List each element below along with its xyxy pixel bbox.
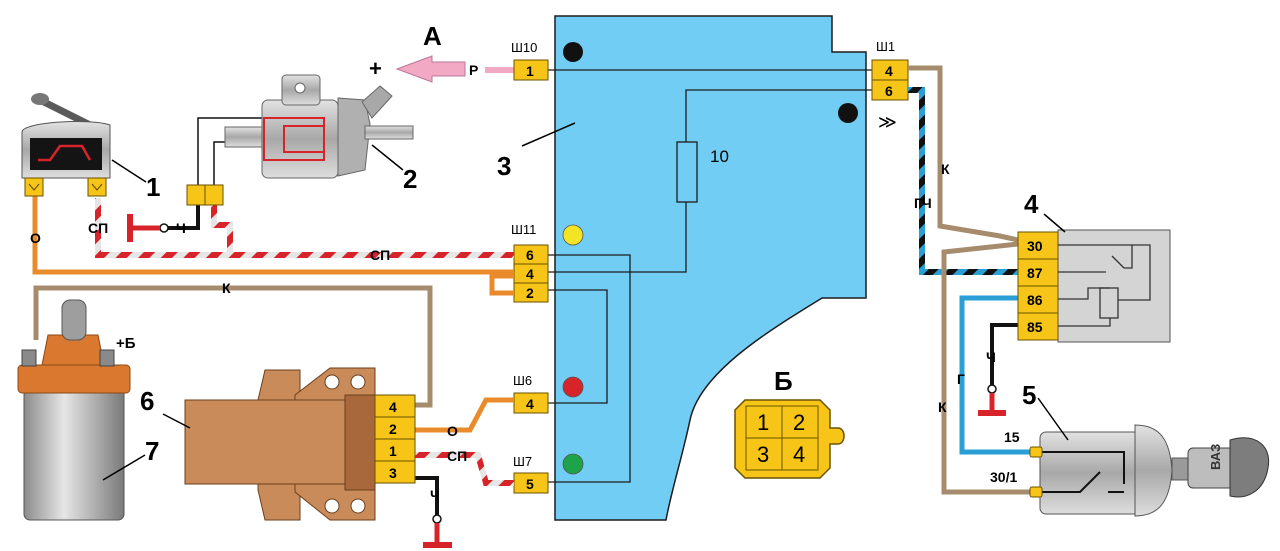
- component-7-label: 7: [145, 436, 159, 466]
- mounting-hole-top-right: [838, 103, 858, 123]
- pin-sh10-1: 1: [526, 63, 534, 79]
- wire-label-p: Р: [469, 62, 478, 78]
- connector-sh1: 4 6: [871, 59, 909, 101]
- yellow-indicator: [562, 224, 584, 246]
- connector-sh10-label: Ш10: [511, 40, 537, 55]
- wire-ch-low: [415, 476, 439, 515]
- pin-sh1-4: 4: [885, 63, 893, 79]
- wire-label-sp-left: СП: [88, 220, 108, 236]
- pin-b-4: 4: [793, 442, 805, 467]
- pin-sh11-6: 6: [526, 247, 534, 263]
- wire-o-left: [32, 195, 514, 275]
- ground-symbol-relay: [978, 384, 1006, 416]
- wire-sp-switch: [95, 198, 514, 258]
- pin-module-1: 1: [389, 443, 397, 459]
- pin-relay-86: 86: [1027, 292, 1043, 308]
- fuse-label: 10: [710, 147, 729, 166]
- wire-label-gch: ГЧ: [914, 195, 932, 211]
- connector-b-label: Б: [774, 366, 793, 396]
- connector-sh7-label: Ш7: [513, 454, 532, 469]
- wire-label-o-left: О: [30, 230, 41, 246]
- switch-1: [21, 93, 111, 197]
- wire-g: [959, 295, 1038, 455]
- component-1-label: 1: [146, 172, 160, 202]
- pin-b-1: 1: [757, 410, 769, 435]
- pin-module-4: 4: [389, 399, 397, 415]
- mounting-hole-top-left: [563, 42, 583, 62]
- ground-symbol-module: [423, 514, 452, 548]
- component-2-label: 2: [403, 164, 417, 194]
- wire-k-low: [941, 241, 1038, 495]
- wire-sp-low: [415, 452, 514, 486]
- wire-label-g: Г: [957, 371, 965, 387]
- wire-label-ch-low: Ч: [430, 487, 440, 503]
- wire-k-top: [33, 285, 433, 408]
- connector-sh1-label: Ш1: [876, 39, 895, 54]
- connector-sh6-label: Ш6: [513, 373, 532, 388]
- pin-b-2: 2: [793, 410, 805, 435]
- ignition-module-6: 4 2 1 3: [184, 367, 416, 521]
- wire-ch-left: [168, 205, 200, 230]
- connector-symbol: ≫: [878, 112, 897, 132]
- connector-b: 1 2 3 4: [734, 399, 845, 479]
- pin-sh7-5: 5: [526, 476, 534, 492]
- supply-arrow: [395, 55, 518, 83]
- wire-label-sp-mid: СП: [370, 247, 390, 263]
- key-text: ВАЗ: [1208, 444, 1223, 470]
- wire-ch-relay: [990, 323, 1018, 385]
- valve-2: [186, 74, 414, 206]
- connector-sh11: 6 4 2: [513, 244, 549, 303]
- pin-switch-30-1: 30/1: [990, 469, 1017, 485]
- wire-label-k-top: К: [222, 280, 231, 296]
- wire-label-ch-relay: Ч: [986, 349, 996, 365]
- component-3-label: 3: [497, 151, 511, 181]
- component-4-label: 4: [1024, 189, 1039, 219]
- wire-label-k-right: К: [941, 161, 950, 177]
- pin-relay-85: 85: [1027, 319, 1043, 335]
- plus-sign: +: [369, 56, 382, 81]
- pin-sh1-6: 6: [885, 83, 893, 99]
- arrow-letter: А: [423, 21, 442, 51]
- pin-relay-30: 30: [1027, 238, 1043, 254]
- wire-label-o-mid: О: [447, 423, 458, 439]
- wire-label-sp-low: СП: [447, 448, 467, 464]
- coil-plus-b-label: +Б: [116, 335, 136, 352]
- wire-gch: [908, 87, 1018, 275]
- ignition-coil-7: [17, 299, 131, 521]
- pin-switch-15: 15: [1004, 429, 1020, 445]
- connector-sh10: 1: [513, 59, 549, 81]
- wire-k-right: [908, 65, 1019, 243]
- connector-sh6: 4: [513, 392, 549, 414]
- wire-o-loop: [489, 273, 514, 296]
- pin-b-3: 3: [757, 442, 769, 467]
- fuse-element: [676, 141, 698, 203]
- connector-sh11-label: Ш11: [511, 222, 536, 237]
- wire-sp-valve: [211, 205, 233, 255]
- wire-label-ch-left: Ч: [176, 220, 186, 236]
- relay-4: 30 87 86 85: [1017, 229, 1171, 343]
- pin-module-3: 3: [389, 465, 397, 481]
- pin-module-2: 2: [389, 421, 397, 437]
- pin-relay-87: 87: [1027, 265, 1043, 281]
- component-6-label: 6: [140, 386, 154, 416]
- green-indicator: [562, 453, 584, 475]
- pin-sh11-2: 2: [526, 285, 534, 301]
- ground-symbol-left: [127, 214, 169, 242]
- ignition-switch-5: ВАЗ: [1029, 424, 1270, 517]
- central-unit: 10: [548, 15, 872, 521]
- wire-o-mid: [415, 397, 514, 433]
- pin-sh11-4: 4: [526, 266, 534, 282]
- pin-sh6-4: 4: [526, 396, 534, 412]
- wire-label-k-low: К: [938, 399, 947, 415]
- red-indicator: [562, 376, 584, 398]
- connector-sh7: 5: [513, 472, 549, 494]
- component-5-label: 5: [1022, 380, 1036, 410]
